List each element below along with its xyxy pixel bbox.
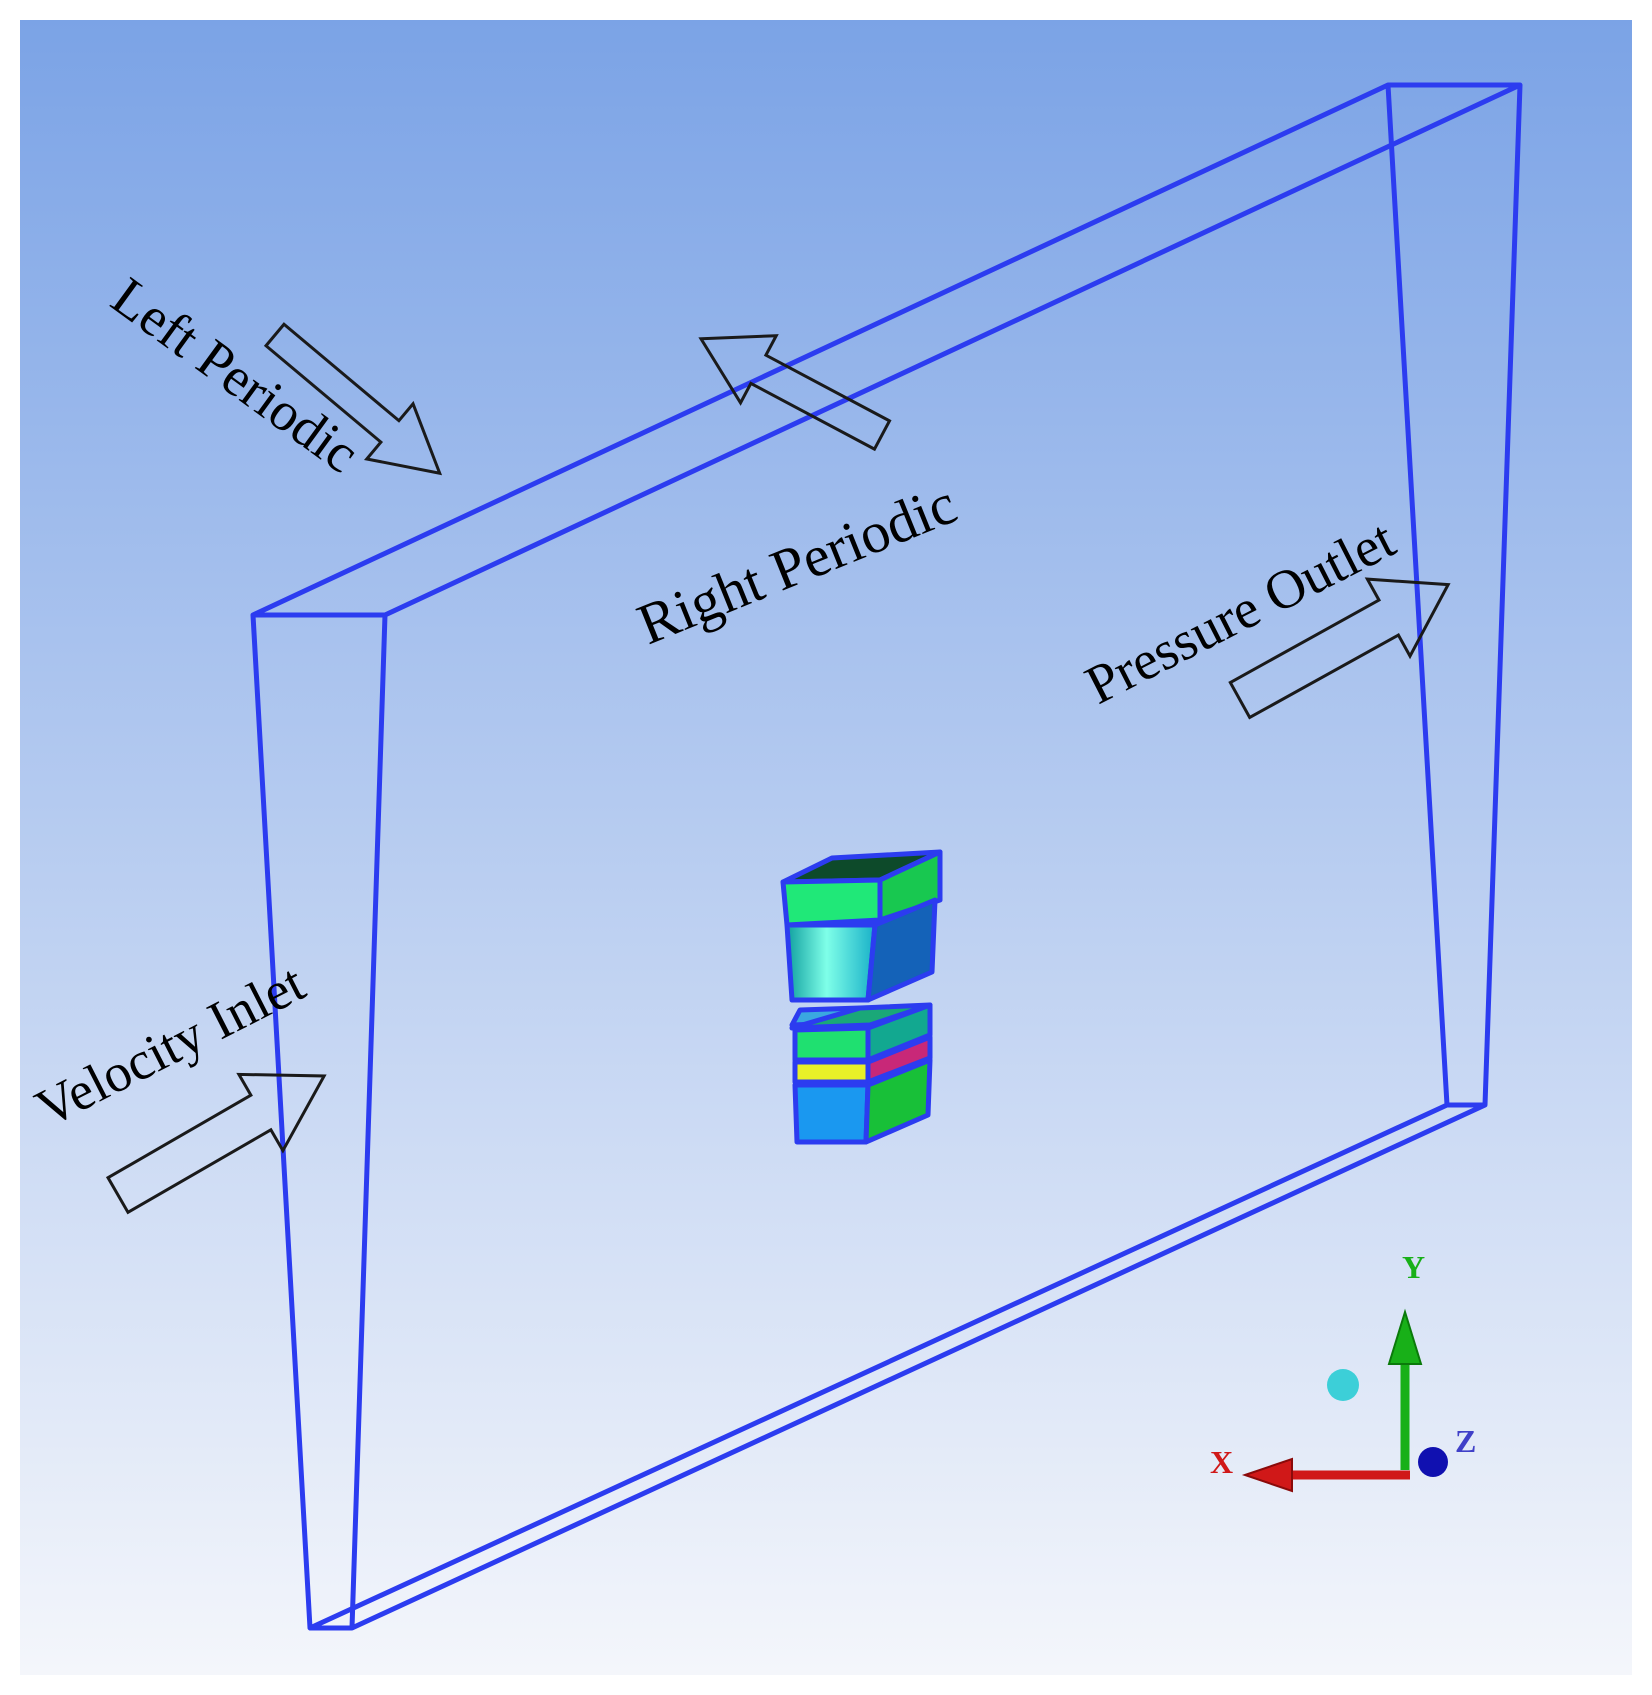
domain-wireframe	[250, 82, 1523, 1631]
tower-model	[780, 849, 943, 1145]
lower-block-front-yellow	[792, 1059, 871, 1085]
velocity-inlet-arrow	[105, 1072, 327, 1215]
upper-cylinder	[784, 922, 878, 1003]
y-axis-label: Y	[1402, 1249, 1425, 1285]
upper-column-side	[865, 897, 938, 1003]
lower-side-green	[863, 1057, 933, 1145]
y-axis-arrowhead	[1387, 1308, 1423, 1365]
left-periodic-arrow	[263, 322, 443, 476]
x-axis-arrowhead	[1241, 1457, 1293, 1493]
x-axis-label: X	[1210, 1444, 1233, 1480]
triad-origin-sphere	[1327, 1369, 1359, 1401]
coordinate-triad: Y X Z	[1210, 1249, 1476, 1493]
z-axis-label: Z	[1455, 1423, 1476, 1459]
viewport-background	[20, 20, 1632, 1675]
right-periodic-arrow	[698, 334, 892, 452]
z-axis-marker	[1418, 1447, 1448, 1477]
pressure-outlet-arrow	[1228, 577, 1451, 720]
lower-block-front-green	[792, 1025, 871, 1063]
lower-block-front-blue	[792, 1082, 871, 1145]
upper-block-front	[780, 877, 883, 928]
